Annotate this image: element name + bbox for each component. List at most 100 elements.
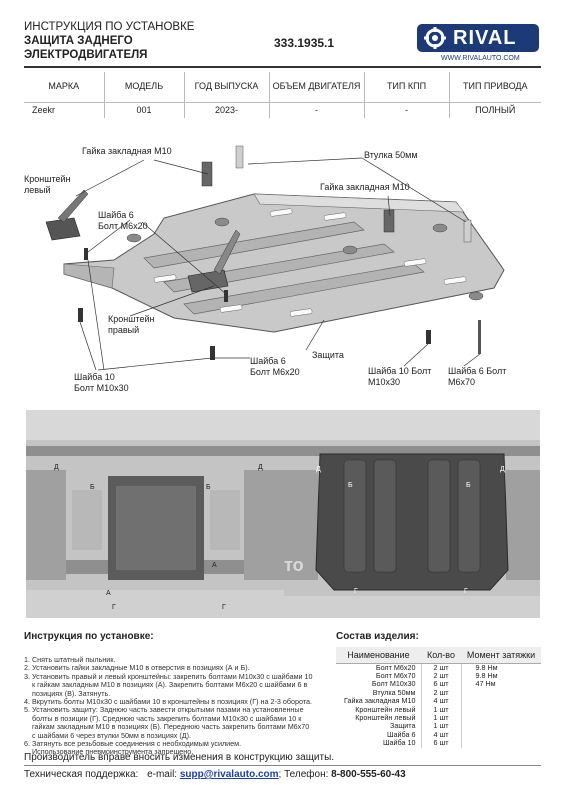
marker-b: Б — [466, 482, 471, 489]
spec-header: ОБЪЕМ ДВИГАТЕЛЯ — [269, 72, 365, 102]
marker-g: Г — [112, 604, 116, 611]
photo-before: Д Б А А Б Д Г Г — [26, 410, 284, 618]
leader-lines — [75, 157, 481, 371]
rival-logo: RIVAL — [417, 24, 539, 52]
support-label: Техническая поддержка: — [24, 769, 139, 780]
bom-torque — [461, 739, 541, 747]
bom-torque — [461, 714, 541, 722]
marker-d: Д — [258, 464, 263, 471]
marker-d: Д — [500, 466, 505, 473]
marker-g: Г — [464, 588, 468, 595]
gear-logo-icon — [424, 27, 446, 49]
label-shayba6-m6x70: Шайба 6 Болт М6х70 — [448, 366, 507, 387]
footer-disclaimer: Производитель вправе вносить изменения в… — [24, 752, 335, 763]
label-shayba6-m6x20-lower: Шайба 6 Болт М6х20 — [250, 356, 300, 377]
bom-row: Втулка 50мм 2 шт — [336, 687, 541, 698]
spec-cell: 001 — [104, 101, 185, 118]
title-line-1: ИНСТРУКЦИЯ ПО УСТАНОВКЕ — [24, 21, 195, 33]
instruction-step: гайкам закладным М10 в позициях (Б). Пер… — [24, 722, 310, 732]
bom-name: Шайба 10 — [382, 738, 416, 748]
bom-torque — [461, 731, 541, 739]
spec-cell: 2023- — [184, 101, 270, 118]
support-phone[interactable]: 8-800-555-60-43 — [331, 769, 406, 780]
instructions-list: 1. Снять штатный пыльник. 2. Установить … — [24, 655, 324, 757]
label-kronshtein-left: Кронштейн левый — [24, 174, 71, 195]
footer-support: Техническая поддержка: e-mail: supp@riva… — [24, 769, 541, 780]
spec-header: ТИП ПРИВОДА — [463, 81, 528, 92]
bom-header-row: Наименование Кол-во Момент затяжки — [336, 647, 541, 664]
document-title: ИНСТРУКЦИЯ ПО УСТАНОВКЕ ЗАЩИТА ЗАДНЕГО Э… — [24, 20, 254, 62]
label-shayba10-m10x30-right: Шайба 10 Болт М10х30 — [368, 366, 432, 387]
bill-of-materials: Состав изделия: Наименование Кол-во Моме… — [336, 631, 541, 748]
spec-header: МОДЕЛЬ — [104, 72, 185, 102]
instruction-step: 1. Снять штатный пыльник. — [24, 655, 116, 664]
title-line-2: ЗАЩИТА ЗАДНЕГО — [24, 35, 133, 47]
instruction-step: 3. Установить правый и левый кронштейны:… — [24, 671, 313, 681]
spec-cell: ПОЛНЫЙ — [449, 101, 541, 118]
vehicle-spec-table: МАРКА МОДЕЛЬ ГОД ВЫПУСКА ОБЪЕМ ДВИГАТЕЛЯ… — [24, 72, 541, 118]
watermark: ©авто — [284, 555, 304, 575]
email-label: e-mail: — [147, 769, 178, 780]
bom-name: Втулка 50мм — [372, 687, 416, 697]
instruction-step: с шайбами 6 через втулки 50мм в позициях… — [24, 730, 192, 740]
instruction-step: к гайкам закладным М10 в позициях (А). З… — [24, 680, 308, 690]
marker-d: Д — [316, 466, 321, 473]
bom-row: Болт М10х30 6 шт 47 Нм — [336, 679, 541, 689]
instruction-step: 6. Затянуть все резьбовые соединения с н… — [24, 739, 242, 749]
installation-photos: Д Б А А Б Д Г Г Д Б Б Д Г Г ©авто — [26, 410, 540, 618]
bom-row: Болт М6х70 2 шт 9.8 Нм — [336, 670, 541, 681]
spec-cell: Zeekr — [24, 101, 105, 118]
phone-label: ; Телефон: — [278, 769, 329, 780]
bom-name: Болт М6х20 — [375, 662, 416, 672]
instruction-step: болты в позиции (Г). Среднюю часть закре… — [24, 713, 302, 723]
bracket-right-part — [187, 229, 241, 293]
bom-name: Кронштейн левый — [355, 712, 416, 722]
spec-header-row: МАРКА МОДЕЛЬ ГОД ВЫПУСКА ОБЪЕМ ДВИГАТЕЛЯ… — [24, 72, 541, 102]
bom-torque — [461, 697, 541, 705]
header-divider — [24, 66, 541, 68]
support-email-link[interactable]: supp@rivalauto.com — [179, 769, 279, 780]
bracket-left-part — [45, 189, 89, 241]
bom-qty: 2 шт — [420, 663, 462, 672]
label-kronshtein-right: Кронштейн правый — [108, 314, 155, 335]
instruction-step: позициях (В). Затянуть. — [24, 688, 111, 698]
bom-qty: 6 шт — [420, 738, 462, 748]
instruction-step: 2. Установить гайки закладные М10 в отве… — [24, 663, 250, 673]
instruction-step: 5. Установить защиту: Заднюю часть завес… — [24, 705, 304, 715]
label-gaika-top: Гайка закладная М10 — [82, 146, 172, 156]
bom-header: Кол-во — [421, 647, 461, 664]
bom-qty: 1 шт — [420, 705, 462, 714]
bom-qty: 1 шт — [420, 721, 462, 731]
marker-b: Б — [90, 484, 95, 491]
bom-qty: 2 шт — [420, 671, 462, 681]
bom-qty: 4 шт — [420, 696, 462, 706]
spec-cell: - — [269, 101, 365, 118]
spec-header: ГОД ВЫПУСКА — [184, 72, 270, 102]
label-shayba10-m10x30-left: Шайба 10 Болт М10х30 — [74, 372, 129, 393]
logo-text: RIVAL — [453, 26, 517, 49]
bom-torque: 47 Нм — [475, 679, 496, 689]
marker-a: А — [106, 590, 111, 597]
bom-header: Наименование — [336, 647, 421, 664]
spec-cell: - — [364, 101, 450, 118]
footer-divider — [24, 765, 541, 766]
bom-torque — [461, 722, 541, 730]
bom-qty: 4 шт — [420, 730, 462, 740]
bom-name: Болт М6х70 — [375, 670, 416, 680]
bom-header: Момент затяжки — [461, 647, 541, 664]
spec-header: ТИП КПП — [364, 72, 450, 102]
bom-qty: 2 шт — [420, 688, 462, 698]
bom-qty: 6 шт — [420, 679, 462, 689]
marker-g: Г — [222, 604, 226, 611]
photo-after: Д Б Б Д Г Г ©авто — [284, 410, 540, 618]
instruction-step: Использование пневмоинструмента запрещен… — [24, 747, 194, 757]
bom-name: Болт М10х30 — [371, 679, 416, 689]
bom-name: Защита — [390, 721, 416, 731]
marker-g: Г — [354, 588, 358, 595]
bom-torque: 9.8 Нм — [475, 670, 498, 680]
